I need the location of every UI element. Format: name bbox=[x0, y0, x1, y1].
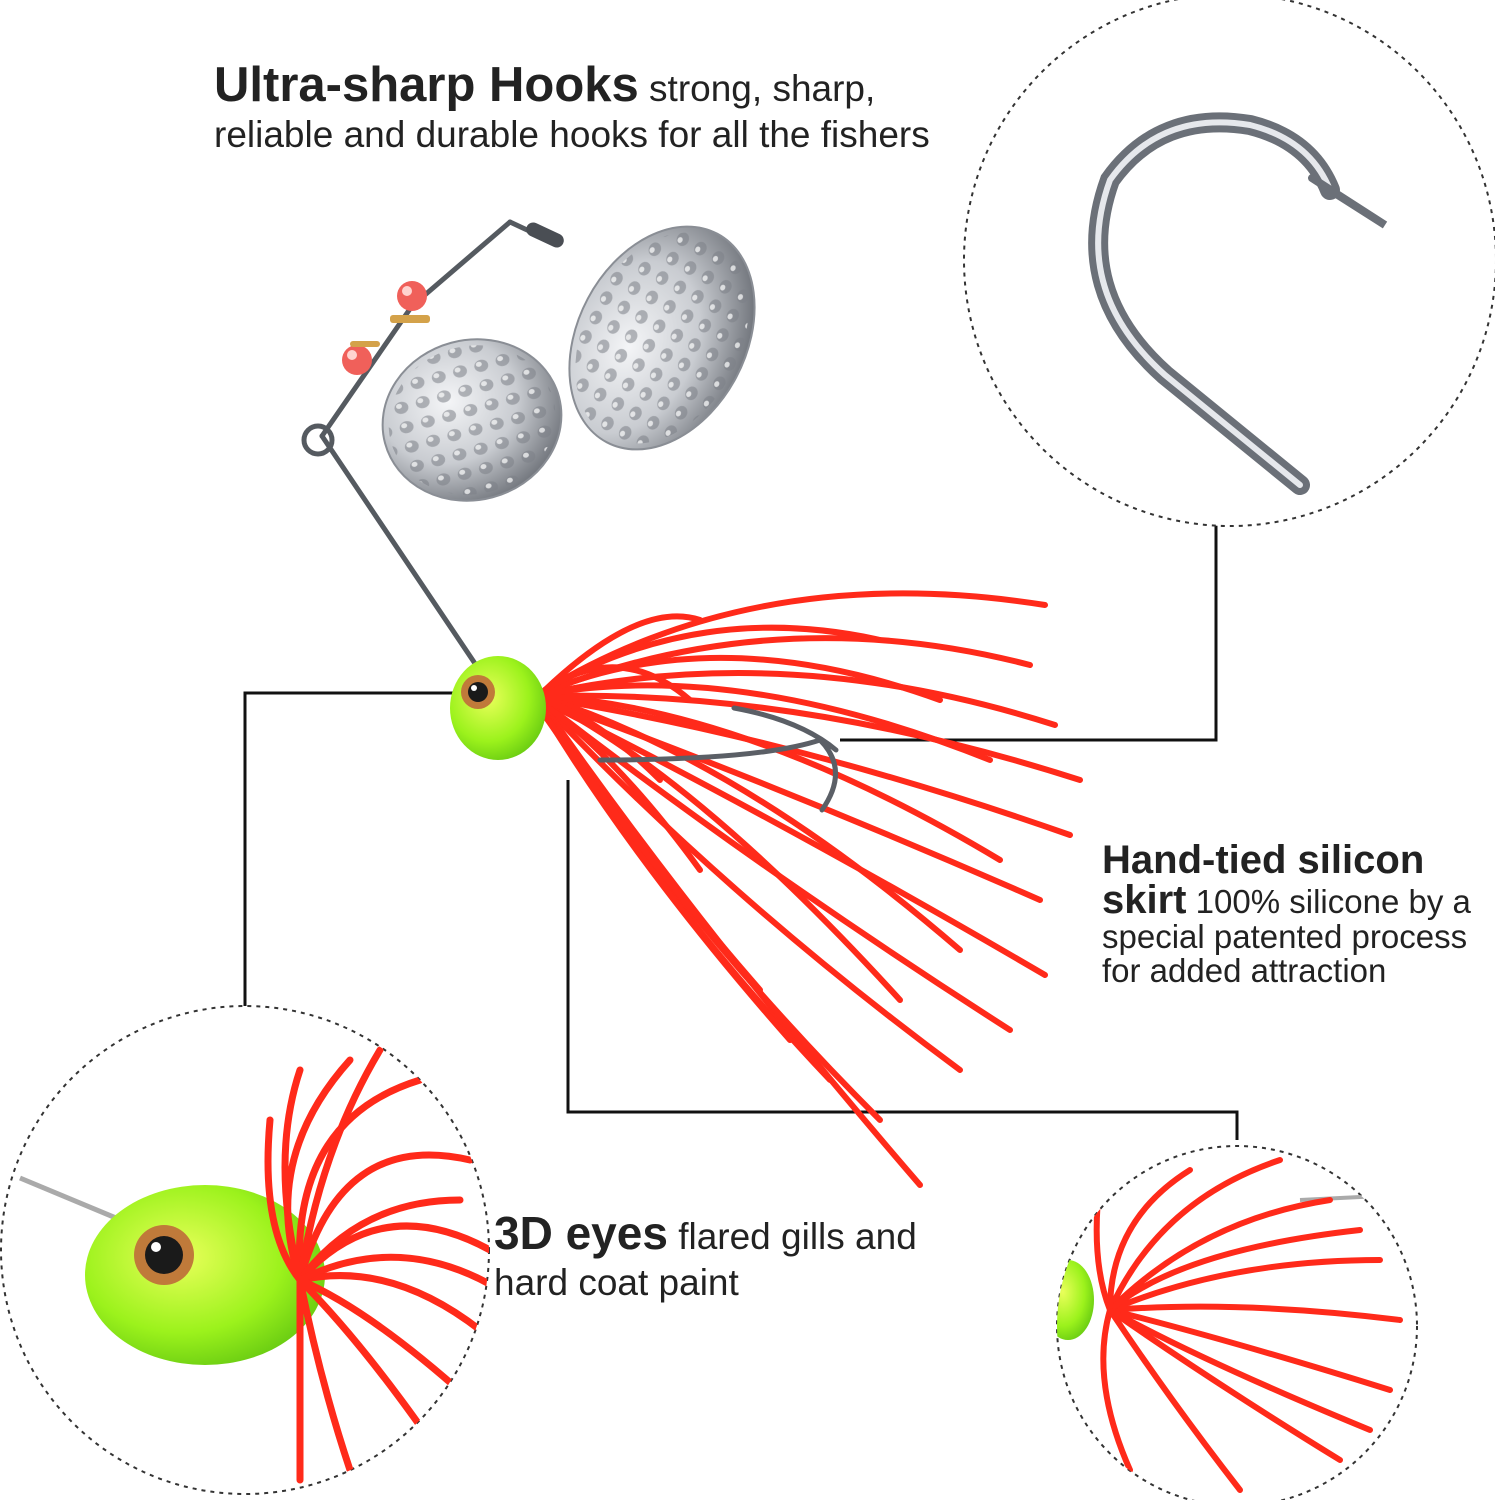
silicone-skirt bbox=[542, 590, 1083, 1188]
blade-small bbox=[381, 338, 563, 502]
callout-eyes-body: flared gills and hard coat paint bbox=[494, 1216, 917, 1303]
beads bbox=[342, 281, 430, 375]
detail-circle-skirt bbox=[1056, 1145, 1418, 1500]
swivel bbox=[526, 222, 564, 248]
blade-large bbox=[568, 225, 756, 451]
detail-circle-hook bbox=[963, 0, 1495, 527]
leader-skirt bbox=[566, 780, 1239, 1140]
trailer-hook bbox=[597, 705, 839, 813]
callout-skirt: Hand-tied silicon skirt 100% silicone by… bbox=[1102, 840, 1494, 988]
callout-skirt-heading: Hand-tied silicon skirt bbox=[1102, 838, 1425, 922]
leader-hook bbox=[840, 516, 1218, 742]
leader-lines bbox=[243, 516, 1239, 1140]
jig-head bbox=[450, 656, 546, 760]
leader-eyes bbox=[243, 691, 470, 1006]
detail-circle-eyes bbox=[0, 1005, 490, 1495]
callout-skirt-body: 100% silicone by a special patented proc… bbox=[1102, 883, 1471, 989]
callout-eyes-heading: 3D eyes bbox=[494, 1207, 668, 1259]
callout-hooks-body: strong, sharp, reliable and durable hook… bbox=[214, 68, 930, 155]
callout-eyes: 3D eyes flared gills and hard coat paint bbox=[494, 1210, 924, 1306]
callout-hooks-heading: Ultra-sharp Hooks bbox=[214, 58, 639, 112]
callout-hooks: Ultra-sharp Hooks strong, sharp, reliabl… bbox=[214, 61, 974, 158]
